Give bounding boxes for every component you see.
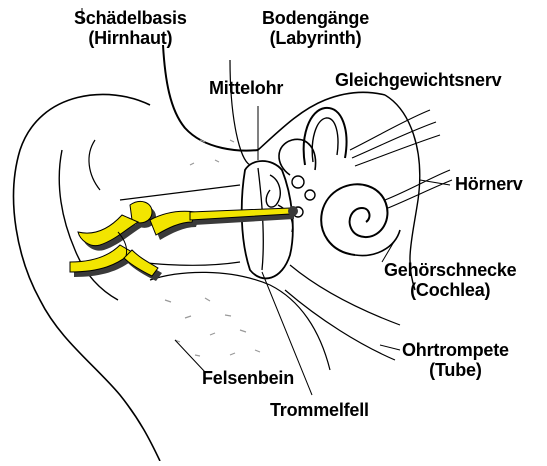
- label-schaedelbasis: Schädelbasis (Hirnhaut): [74, 8, 187, 48]
- label-schaedelbasis-line2: (Hirnhaut): [74, 28, 187, 48]
- label-hoernerv: Hörnerv: [455, 174, 523, 194]
- leader-ohrtrompete: [380, 345, 400, 350]
- label-gehoerschnecke: Gehörschnecke (Cochlea): [384, 260, 516, 300]
- label-bodengaenge-line2: (Labyrinth): [262, 28, 369, 48]
- label-ohrtrompete: Ohrtrompete (Tube): [402, 340, 509, 380]
- label-bodengaenge: Bodengänge (Labyrinth): [262, 8, 369, 48]
- vestibule-dot-1: [292, 176, 304, 188]
- label-bodengaenge-line1: Bodengänge: [262, 8, 369, 28]
- auditory-nerve-bundle: [385, 170, 452, 208]
- label-ohrtrompete-line2: (Tube): [402, 360, 509, 380]
- label-gleichgewichtsnerv: Gleichgewichtsnerv: [335, 70, 501, 90]
- labyrinth-canal-1: [304, 108, 347, 165]
- balance-nerve-bundle: [350, 110, 440, 166]
- ossicles: [266, 175, 292, 232]
- label-trommelfell: Trommelfell: [270, 400, 369, 420]
- labyrinth-canal-2: [279, 139, 316, 175]
- leader-felsenbein: [175, 340, 205, 372]
- label-mittelohr: Mittelohr: [209, 78, 283, 98]
- label-gehoerschnecke-line2: (Cochlea): [384, 280, 516, 300]
- bone-texture: [165, 140, 260, 356]
- label-ohrtrompete-line1: Ohrtrompete: [402, 340, 509, 360]
- ear-canal-upper: [120, 185, 240, 200]
- labyrinth-canal-1-inner: [312, 118, 338, 162]
- felsenbein-outline: [150, 272, 330, 370]
- label-gehoerschnecke-line1: Gehörschnecke: [384, 260, 516, 280]
- inner-ear-fold: [59, 150, 118, 300]
- ear-helix: [89, 140, 100, 190]
- outer-ear-outline: [14, 94, 160, 461]
- label-schaedelbasis-line1: Schädelbasis: [74, 8, 187, 28]
- eustachian-tube-lower: [285, 290, 395, 360]
- leader-gehoerschnecke: [382, 240, 395, 262]
- cochlea-spiral: [321, 184, 387, 255]
- label-felsenbein: Felsenbein: [202, 368, 294, 388]
- vestibule-dot-2: [305, 190, 315, 200]
